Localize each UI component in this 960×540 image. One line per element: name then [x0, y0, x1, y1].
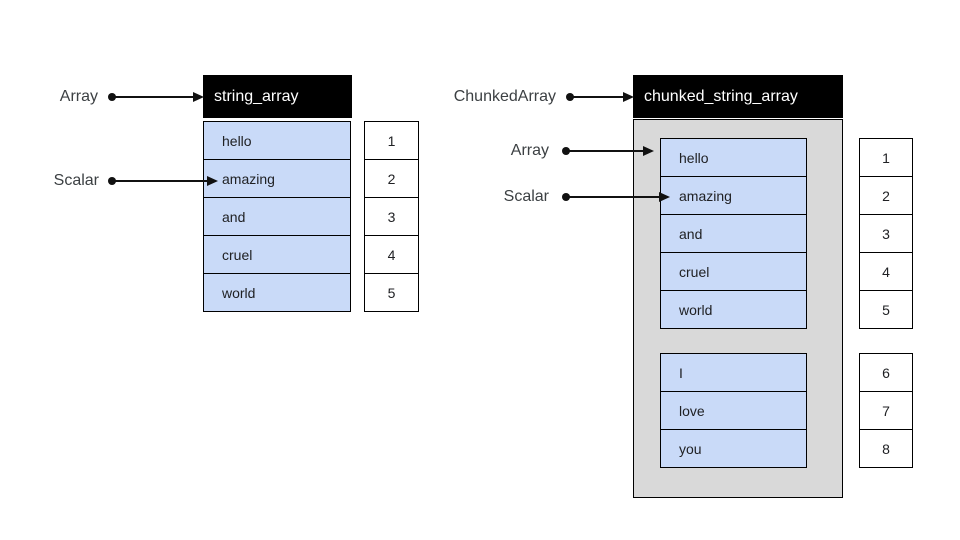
chunk2-table: I love you	[660, 353, 807, 468]
arrow-array-to-string-array	[108, 92, 204, 102]
chunked-string-array-header: chunked_string_array	[633, 75, 843, 118]
label-chunked-array: ChunkedArray	[453, 88, 556, 105]
index-cell: 3	[859, 214, 913, 253]
index-cell: 2	[859, 176, 913, 215]
index-cell: 5	[364, 273, 419, 312]
arrowhead-icon	[643, 146, 654, 156]
index-cell: 5	[859, 290, 913, 329]
label-array: Array	[59, 88, 98, 105]
table-row: amazing	[660, 176, 807, 215]
index-cell: 4	[364, 235, 419, 274]
table-row: cruel	[203, 235, 351, 274]
pointer-dot	[108, 177, 116, 185]
table-row: hello	[203, 121, 351, 160]
table-row: you	[660, 429, 807, 468]
index-cell: 8	[859, 429, 913, 468]
index-cell: 1	[364, 121, 419, 160]
table-row: hello	[660, 138, 807, 177]
arrow-shaft	[115, 96, 195, 98]
string-array-table: hello amazing and cruel world	[203, 121, 351, 312]
pointer-dot	[108, 93, 116, 101]
table-row: amazing	[203, 159, 351, 198]
index-cell: 4	[859, 252, 913, 291]
table-row: I	[660, 353, 807, 392]
arrow-shaft	[115, 180, 209, 182]
pointer-dot	[562, 193, 570, 201]
pointer-dot	[562, 147, 570, 155]
chunk2-index-column: 6 7 8	[859, 353, 913, 468]
arrow-chunkedarray-to-header	[566, 92, 634, 102]
table-row: world	[660, 290, 807, 329]
table-row: and	[203, 197, 351, 236]
index-cell: 3	[364, 197, 419, 236]
table-row: cruel	[660, 252, 807, 291]
table-row: and	[660, 214, 807, 253]
string-array-header: string_array	[203, 75, 352, 118]
arrowhead-icon	[207, 176, 218, 186]
arrowhead-icon	[193, 92, 204, 102]
label-scalar: Scalar	[53, 172, 99, 189]
chunk1-table: hello amazing and cruel world	[660, 138, 807, 329]
index-cell: 1	[859, 138, 913, 177]
index-cell: 2	[364, 159, 419, 198]
arrowhead-icon	[659, 192, 670, 202]
arrow-shaft	[569, 150, 645, 152]
arrow-shaft	[573, 96, 625, 98]
arrow-shaft	[569, 196, 661, 198]
arrow-scalar-to-chunk-amazing	[562, 192, 670, 202]
table-row: world	[203, 273, 351, 312]
label-scalar-chunk: Scalar	[503, 188, 549, 205]
index-cell: 6	[859, 353, 913, 392]
index-cell: 7	[859, 391, 913, 430]
arrow-array-to-chunk1	[562, 146, 654, 156]
string-array-index-column: 1 2 3 4 5	[364, 121, 419, 312]
table-row: love	[660, 391, 807, 430]
pointer-dot	[566, 93, 574, 101]
chunk1-index-column: 1 2 3 4 5	[859, 138, 913, 329]
label-array-chunk: Array	[510, 142, 549, 159]
arrowhead-icon	[623, 92, 634, 102]
arrow-scalar-to-amazing	[108, 176, 218, 186]
